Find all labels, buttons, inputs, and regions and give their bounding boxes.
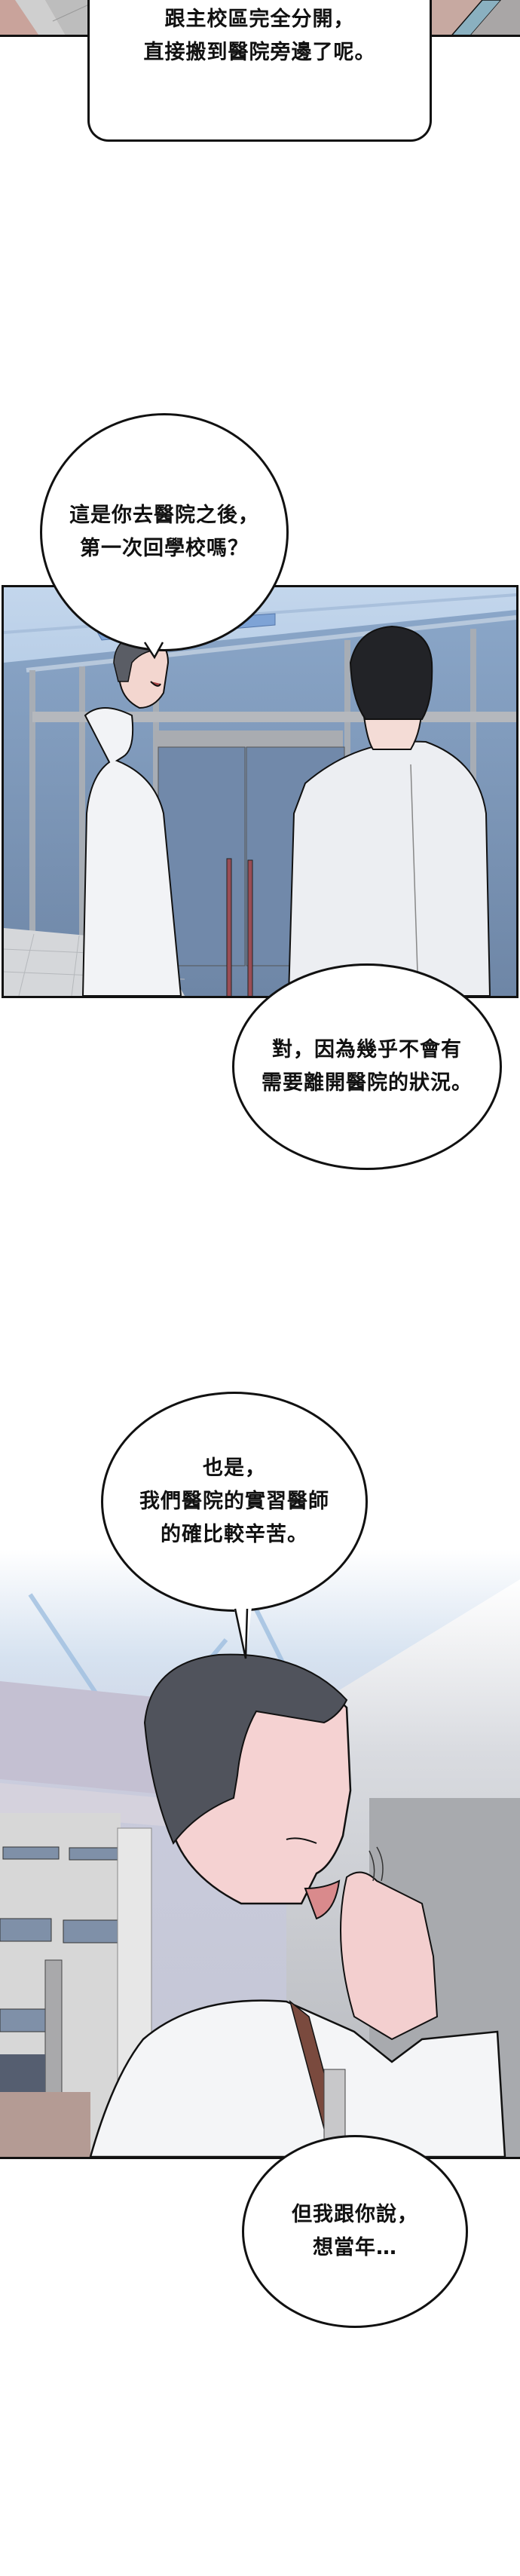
caption-line-2: 直接搬到醫院旁邊了呢。 <box>143 41 376 64</box>
bubble-2-line-1: 對，因為幾乎不會有 <box>272 1038 462 1061</box>
bubble-3-line-2: 我們醫院的實習醫師 <box>139 1490 329 1513</box>
speech-bubble-1: 這是你去醫院之後， 第一次回學校嗎？ <box>40 413 289 651</box>
speech-bubble-3: 也是， 我們醫院的實習醫師 的確比較辛苦。 <box>101 1392 368 1612</box>
panel-2-art <box>0 1549 520 2157</box>
bubble-3-tail <box>234 1607 252 1659</box>
speech-bubble-4: 但我跟你說， 想當年… <box>242 2135 468 2328</box>
speech-bubble-2: 對，因為幾乎不會有 需要離開醫院的狀況。 <box>232 963 502 1170</box>
caption-box: 跟主校區完全分開， 直接搬到醫院旁邊了呢。 <box>87 0 432 142</box>
bubble-1-line-2: 第一次回學校嗎？ <box>80 537 249 560</box>
bubble-2-line-2: 需要離開醫院的狀況。 <box>262 1071 473 1095</box>
bubble-3-line-1: 也是， <box>203 1456 266 1480</box>
panel-1 <box>2 585 518 998</box>
caption-line-1: 跟主校區完全分開， <box>164 8 355 31</box>
bubble-4-line-1: 但我跟你說， <box>292 2203 418 2226</box>
bubble-1-tail <box>143 641 164 660</box>
bubble-3-line-3: 的確比較辛苦。 <box>161 1523 308 1546</box>
bubble-4-line-2: 想當年… <box>313 2236 397 2259</box>
bubble-1-line-1: 這是你去醫院之後， <box>69 504 259 527</box>
panel-1-art <box>4 587 516 996</box>
panel-2 <box>0 1549 520 2159</box>
